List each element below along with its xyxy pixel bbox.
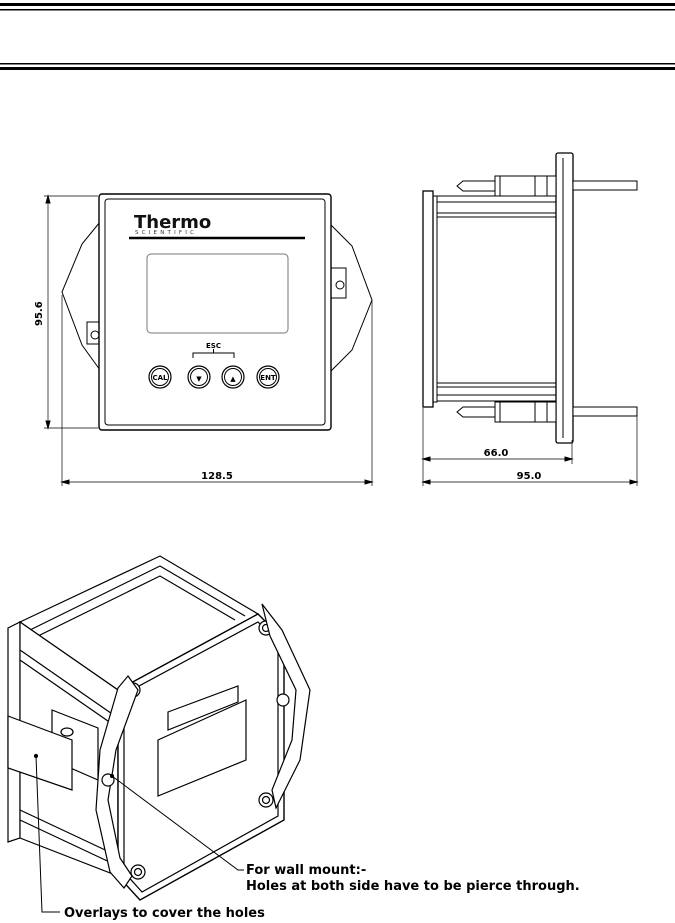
up-arrow-icon: ▲	[230, 375, 236, 383]
front-view	[44, 193, 374, 486]
width-dimension-label: 128.5	[201, 471, 233, 482]
depth-dimension-label: 66.0	[484, 448, 509, 459]
cal-button-label: CAL	[152, 374, 168, 382]
callout-overlay-note: Overlays to cover the holes	[64, 906, 265, 921]
esc-label: ESC	[206, 342, 221, 350]
callout-wall-mount-detail: Holes at both side have to be pierce thr…	[246, 879, 580, 894]
side-view	[421, 152, 639, 486]
brand-name: Thermo	[134, 212, 211, 233]
callout-wall-mount-title: For wall mount:-	[246, 863, 366, 878]
brand-subtitle: SCIENTIFIC	[135, 230, 197, 236]
height-dimension-label: 95.6	[34, 301, 45, 326]
ent-button-label: ENT	[260, 374, 276, 382]
header-rules	[0, 3, 675, 70]
total-depth-dimension-label: 95.0	[517, 471, 542, 482]
isometric-view	[7, 555, 311, 913]
down-arrow-icon: ▼	[196, 375, 202, 383]
